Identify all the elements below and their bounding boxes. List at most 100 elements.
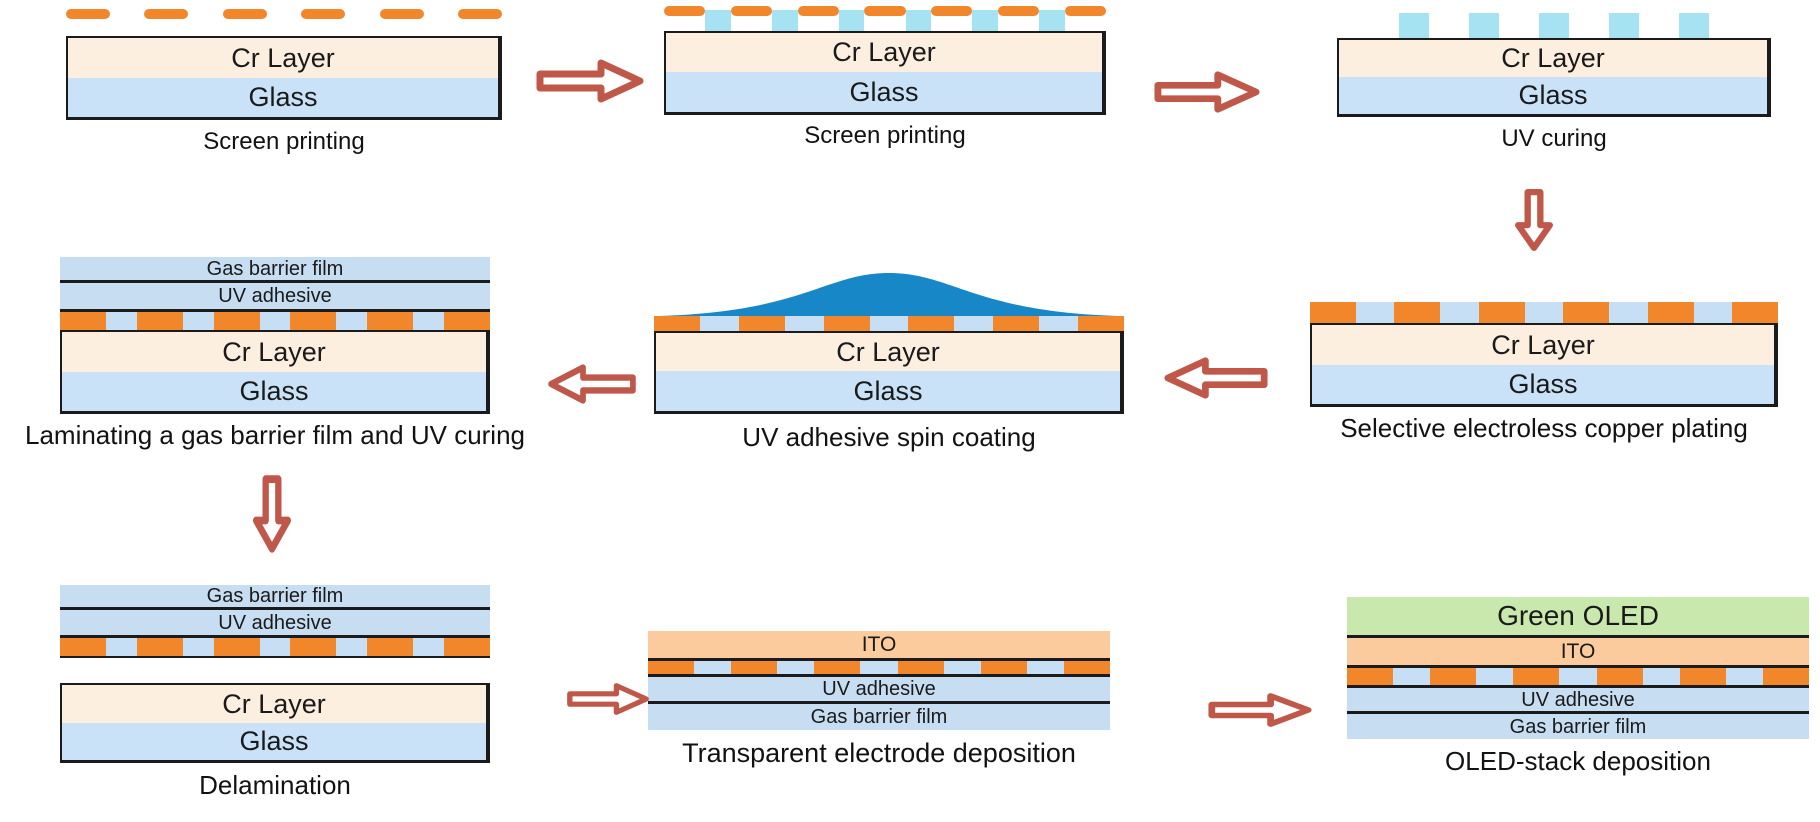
paste-dash — [457, 9, 502, 19]
layer-label: Cr Layer — [222, 688, 326, 719]
layer-label: Glass — [1508, 369, 1578, 399]
copper-block — [980, 661, 1027, 674]
layer-label: Gas barrier film — [1509, 715, 1647, 738]
paste-dash — [1064, 6, 1106, 16]
resin-square — [1609, 13, 1639, 38]
uv-resin-squares — [1337, 13, 1771, 38]
copper-pattern-strip — [654, 316, 1124, 333]
copper-pattern-strip — [60, 638, 490, 658]
paste-dash — [379, 9, 424, 19]
copper-block — [136, 638, 183, 656]
paste-dash — [144, 9, 189, 19]
flow-arrow-left — [547, 363, 637, 405]
step-label: Screen printing — [804, 122, 966, 149]
flow-arrow-down — [1515, 188, 1553, 252]
copper-block — [1478, 302, 1525, 323]
copper-block — [1563, 302, 1610, 323]
layer-gas-barrier-film: Gas barrier film — [1347, 714, 1809, 739]
copper-block — [60, 312, 106, 330]
layer-gas-barrier-film: Gas barrier film — [60, 585, 490, 610]
step-label: UV adhesive spin coating — [742, 422, 1036, 452]
copper-block — [1762, 668, 1809, 685]
layer-uv-adhesive: UV adhesive — [1347, 688, 1809, 714]
resin-square — [772, 10, 798, 31]
step-label: Screen printing — [203, 128, 365, 155]
copper-block — [1077, 316, 1124, 331]
flow-arrow-right — [566, 682, 650, 716]
layer-cr-layer: Cr Layer — [1337, 38, 1771, 77]
copper-block — [367, 638, 414, 656]
layer-glass: Glass — [1310, 365, 1778, 407]
layer-ito: ITO — [648, 631, 1110, 661]
layer-cr-layer: Cr Layer — [60, 332, 490, 372]
layer-glass: Glass — [66, 78, 502, 120]
layer-cr-layer: Cr Layer — [654, 333, 1124, 371]
resin-square — [1679, 13, 1709, 38]
layer-label: Glass — [853, 375, 923, 406]
layer-cr-layer: Cr Layer — [664, 31, 1106, 72]
copper-block — [648, 661, 694, 674]
step-label: OLED-stack deposition — [1445, 746, 1711, 776]
copper-block — [1347, 668, 1393, 685]
step-label: Selective electroless copper plating — [1340, 413, 1748, 443]
paste-dash — [222, 9, 267, 19]
copper-block — [993, 316, 1040, 331]
resin-square — [1469, 13, 1499, 38]
printed-paste-dashes — [66, 8, 502, 20]
paste-dash — [864, 6, 906, 16]
layer-glass: Glass — [664, 72, 1106, 115]
copper-block — [908, 316, 955, 331]
copper-block — [1596, 668, 1643, 685]
step-label: Delamination — [199, 770, 351, 800]
layer-label: Cr Layer — [832, 37, 936, 67]
copper-block — [1731, 302, 1778, 323]
layer-glass: Glass — [60, 723, 490, 763]
copper-block — [823, 316, 870, 331]
layer-label: Glass — [248, 82, 318, 112]
layer-label: Green OLED — [1497, 600, 1659, 631]
copper-block — [367, 312, 414, 330]
paste-dash — [730, 6, 773, 16]
layer-label: Cr Layer — [836, 336, 940, 367]
layer-label: Cr Layer — [231, 42, 335, 73]
layer-gas-barrier-film: Gas barrier film — [648, 704, 1110, 730]
layer-cr-layer: Cr Layer — [60, 683, 490, 723]
copper-block — [1430, 668, 1477, 685]
copper-pattern-strip — [648, 661, 1110, 677]
paste-dash — [66, 9, 110, 19]
copper-block — [1394, 302, 1441, 323]
paste-dash — [664, 6, 706, 16]
layer-glass: Glass — [1337, 77, 1771, 117]
layer-label: Cr Layer — [1501, 43, 1605, 73]
copper-block — [213, 638, 260, 656]
paste-dash — [997, 6, 1040, 16]
resin-square — [972, 10, 998, 31]
layer-gas-barrier-film: Gas barrier film — [60, 257, 490, 283]
resin-square — [1539, 13, 1569, 38]
copper-block — [738, 316, 785, 331]
copper-block — [1063, 661, 1110, 674]
resin-square — [905, 10, 932, 31]
layer-label: UV adhesive — [1521, 688, 1635, 711]
layer-label: UV adhesive — [218, 285, 332, 307]
layer-green-oled: Green OLED — [1347, 597, 1809, 638]
copper-pattern-strip — [1347, 668, 1809, 688]
flow-arrow-right — [535, 58, 645, 104]
copper-block — [213, 312, 260, 330]
air-gap — [66, 20, 502, 36]
copper-block — [1513, 668, 1560, 685]
flow-arrow-right — [1207, 692, 1313, 728]
copper-block — [290, 638, 337, 656]
copper-block — [1647, 302, 1694, 323]
layer-label: Glass — [1518, 80, 1588, 110]
layer-glass: Glass — [654, 371, 1124, 414]
air-gap — [60, 658, 490, 683]
layer-label: UV adhesive — [218, 611, 332, 634]
